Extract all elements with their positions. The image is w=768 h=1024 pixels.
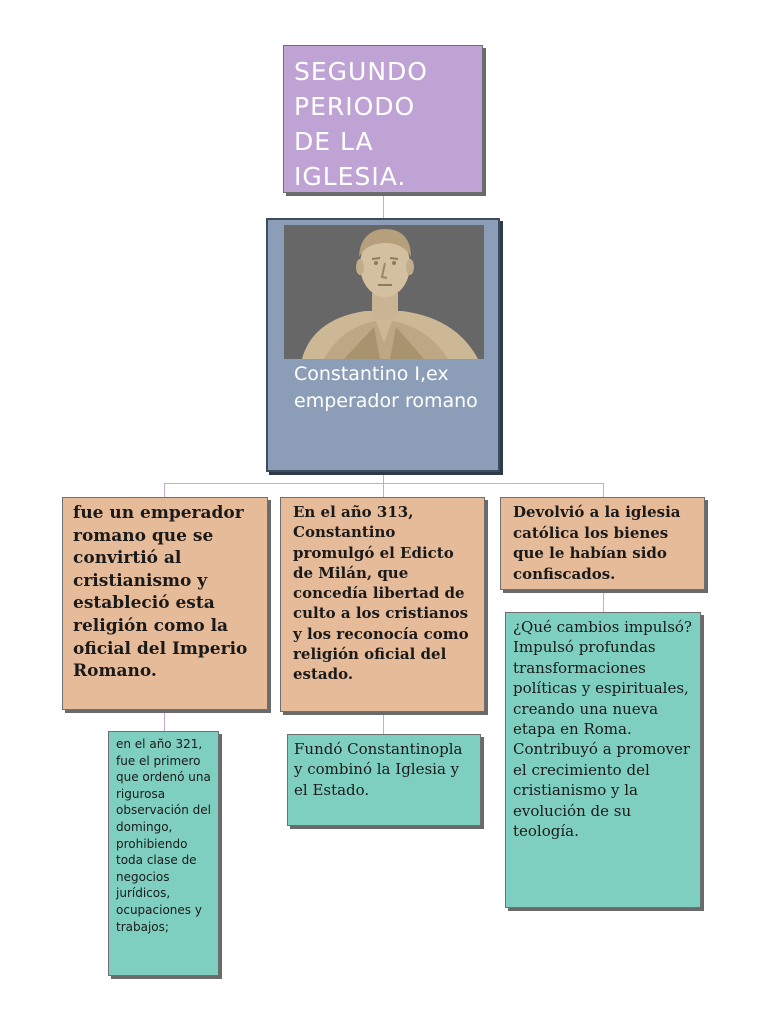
branch-3-text: Devolvió a la iglesia católica los biene… xyxy=(513,503,681,583)
connector-child-1 xyxy=(164,710,165,731)
title-node: SEGUNDO PERIODO DE LA IGLESIA. xyxy=(283,45,483,193)
branch-3-box: Devolvió a la iglesia católica los biene… xyxy=(500,497,705,590)
connector-main-down xyxy=(383,472,384,483)
branch-2-child-box: Fundó Constantinopla y combinó la Iglesi… xyxy=(287,734,481,826)
connector-branch-2 xyxy=(383,483,384,497)
main-node-caption: Constantino I,ex emperador romano xyxy=(294,363,478,412)
connector-branch-1 xyxy=(164,483,165,497)
branch-2-text: En el año 313, Constantino promulgó el E… xyxy=(293,503,469,684)
connector-branch-3 xyxy=(603,483,604,497)
connector-child-2 xyxy=(383,712,384,734)
bust-illustration xyxy=(284,225,484,359)
diagram-title: SEGUNDO PERIODO DE LA IGLESIA. xyxy=(294,57,428,191)
connector-horizontal xyxy=(164,483,604,484)
constantine-bust-image xyxy=(284,225,484,359)
branch-1-child-box: en el año 321, fue el primero que ordenó… xyxy=(108,731,219,976)
branch-2-child-text: Fundó Constantinopla y combinó la Iglesi… xyxy=(294,740,463,799)
branch-1-text: fue un emperador romano que se convirtió… xyxy=(73,503,248,682)
branch-2-box: En el año 313, Constantino promulgó el E… xyxy=(280,497,485,712)
connector-child-3 xyxy=(603,590,604,612)
branch-1-box: fue un emperador romano que se convirtió… xyxy=(62,497,268,710)
branch-1-child-text: en el año 321, fue el primero que ordenó… xyxy=(116,737,212,934)
branch-3-child-text: ¿Qué cambios impulsó? Impulsó profundas … xyxy=(513,618,692,841)
connector-title-main xyxy=(383,193,384,218)
branch-3-child-box: ¿Qué cambios impulsó? Impulsó profundas … xyxy=(505,612,701,908)
main-node: Constantino I,ex emperador romano xyxy=(266,218,500,472)
